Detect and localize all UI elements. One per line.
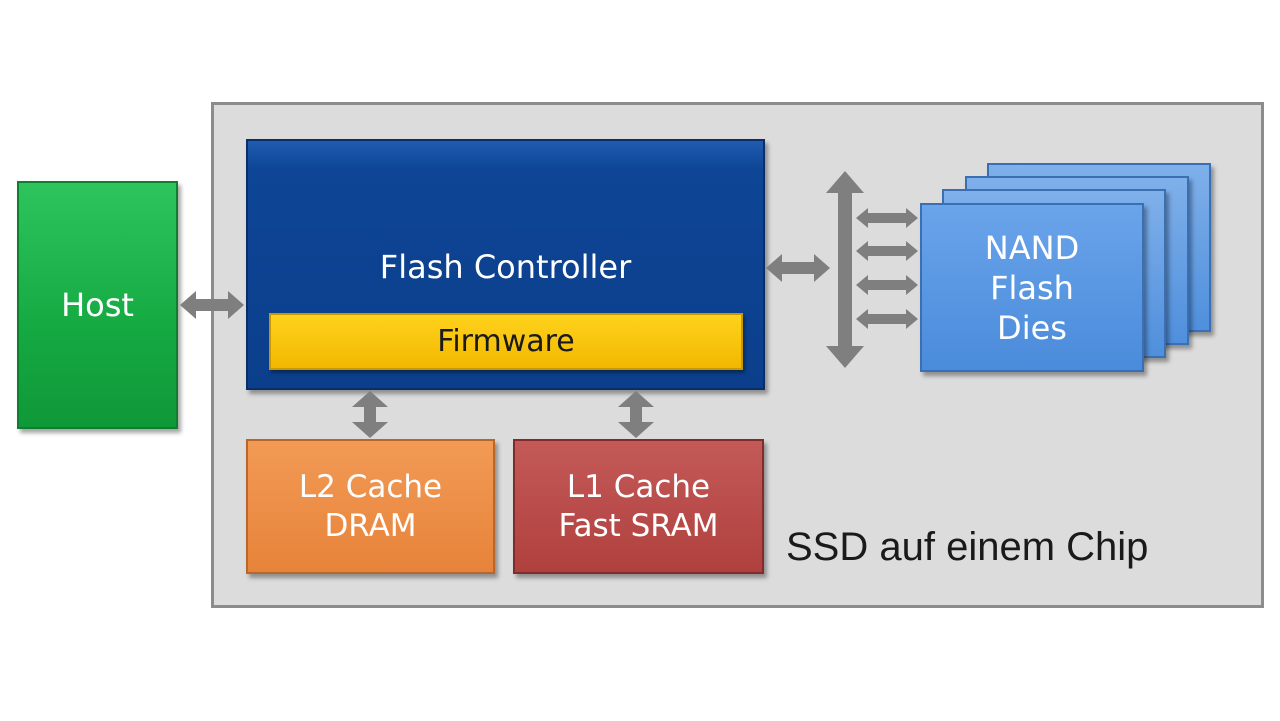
flash-controller-label: Flash Controller [379,248,632,286]
l1-cache-box: L1 Cache Fast SRAM [513,439,764,574]
l1-cache-line1: L1 Cache [566,468,711,505]
l2-cache-box: L2 Cache DRAM [246,439,495,574]
host-controller-arrow [180,291,244,319]
vertical-bus-arrow [826,171,864,368]
nand-line2: Flash [990,268,1074,307]
bus-nand-arrow-2 [856,241,918,261]
bus-nand-arrow-3 [856,275,918,295]
controller-bus-arrow [766,254,830,282]
firmware-box: Firmware [269,313,743,370]
nand-line1: NAND [984,228,1080,267]
controller-l1-arrow [618,391,654,438]
ssd-container-label: SSD auf einem Chip [786,524,1149,569]
flash-controller-box: Flash Controller Firmware [246,139,765,390]
firmware-label: Firmware [437,323,575,359]
host-label: Host [61,286,134,324]
nand-flash-dies-box: NAND Flash Dies [920,203,1144,372]
nand-line3: Dies [997,308,1067,347]
bus-nand-arrow-4 [856,309,918,329]
controller-l2-arrow [352,391,388,438]
l1-cache-line2: Fast SRAM [558,507,719,544]
l2-cache-line2: DRAM [324,507,417,544]
bus-nand-arrow-1 [856,208,918,228]
host-box: Host [17,181,178,429]
l2-cache-line1: L2 Cache [298,468,443,505]
